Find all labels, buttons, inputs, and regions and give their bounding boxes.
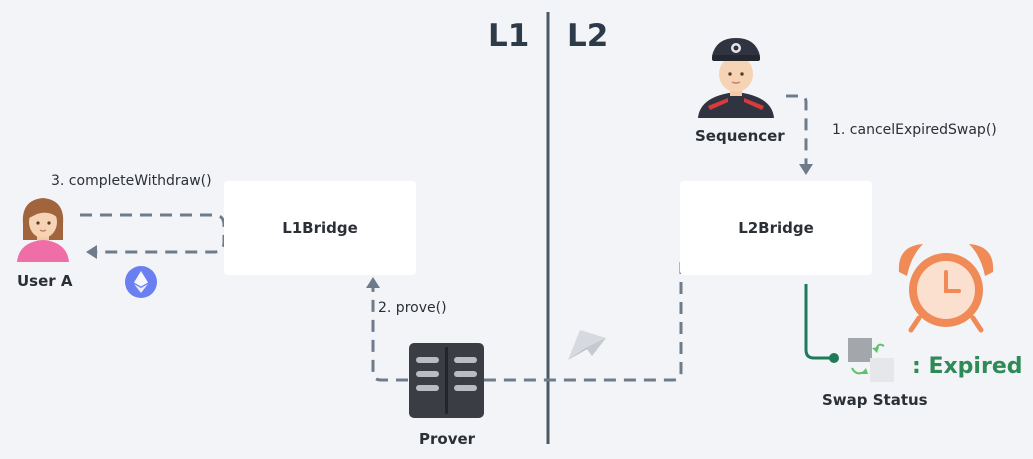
l2bridge-box: L2Bridge	[680, 181, 872, 275]
status-connector	[804, 284, 832, 360]
ethereum-icon	[125, 266, 157, 298]
alarm-clock-icon	[898, 244, 994, 333]
prover-to-l1bridge-arrow	[371, 286, 408, 382]
sequencer-icon	[698, 38, 774, 118]
paper-plane-icon	[568, 330, 606, 360]
sequencer-to-l2bridge-arrow	[786, 94, 808, 168]
complete-withdraw-arrowhead	[86, 245, 97, 259]
prove-label: 2. prove()	[378, 300, 447, 316]
swap-status-icon	[848, 338, 894, 382]
sequencer-arrowhead	[799, 164, 813, 175]
status-connector-dot	[829, 353, 839, 363]
expired-status-text: : Expired	[912, 354, 1023, 379]
l2-header: L2	[567, 18, 609, 54]
prover-label: Prover	[419, 430, 476, 448]
user-icon	[17, 198, 69, 262]
l2bridge-to-prover-path	[484, 262, 683, 382]
l1-header: L1	[488, 18, 530, 54]
l1bridge-box: L1Bridge	[224, 181, 416, 275]
prove-arrowhead	[366, 277, 380, 288]
prover-server-icon	[409, 343, 484, 418]
user-label: User A	[17, 272, 73, 290]
l2bridge-label: L2Bridge	[738, 219, 814, 237]
complete-withdraw-path	[80, 213, 226, 254]
complete-withdraw-label: 3. completeWithdraw()	[51, 173, 212, 189]
sequencer-label: Sequencer	[695, 127, 785, 145]
l1bridge-label: L1Bridge	[282, 219, 358, 237]
swap-status-label: Swap Status	[822, 391, 928, 409]
cancel-expired-swap-label: 1. cancelExpiredSwap()	[832, 122, 997, 138]
